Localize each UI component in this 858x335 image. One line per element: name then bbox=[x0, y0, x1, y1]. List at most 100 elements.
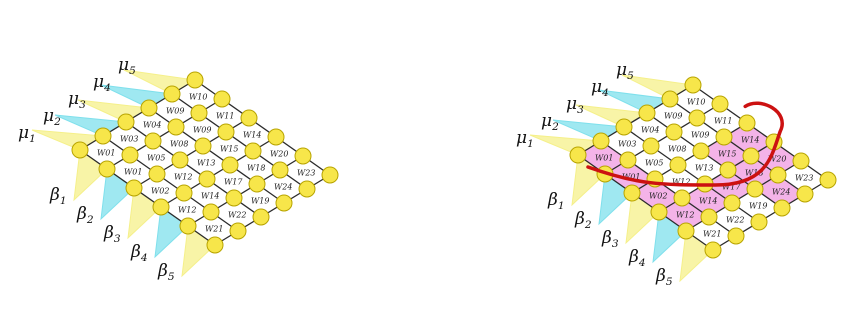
weight-label: W13 bbox=[695, 164, 713, 173]
lattice-node bbox=[186, 71, 204, 89]
weight-label: W02 bbox=[151, 187, 169, 196]
lattice-node bbox=[117, 113, 135, 131]
lattice-node bbox=[650, 203, 668, 221]
weight-label: W10 bbox=[189, 93, 207, 102]
weight-label: W14 bbox=[201, 192, 219, 201]
lattice-node bbox=[592, 132, 610, 150]
mu-label-3: μ3 bbox=[68, 89, 86, 111]
lattice-node bbox=[244, 142, 262, 160]
lattice-node bbox=[275, 194, 293, 212]
lattice-node bbox=[71, 141, 89, 159]
weight-label: W04 bbox=[143, 121, 161, 130]
lattice-node bbox=[202, 203, 220, 221]
lattice-node bbox=[217, 123, 235, 141]
lattice-node bbox=[94, 127, 112, 145]
highlighted-cell bbox=[728, 156, 778, 189]
weight-label: W15 bbox=[220, 145, 238, 154]
highlighted-cell bbox=[705, 170, 755, 203]
highlighted-cell bbox=[632, 179, 682, 212]
weight-label: W20 bbox=[768, 155, 786, 164]
lattice-node bbox=[661, 90, 679, 108]
lattice-node bbox=[819, 171, 837, 189]
lattice-node bbox=[700, 208, 718, 226]
beta-label-2: β2 bbox=[574, 209, 592, 231]
weight-label: W03 bbox=[618, 140, 636, 149]
lattice-node bbox=[248, 175, 266, 193]
mu-label-3: μ3 bbox=[566, 94, 584, 116]
weight-label: W13 bbox=[197, 159, 215, 168]
weight-label: W05 bbox=[645, 159, 663, 168]
weight-label: W09 bbox=[193, 126, 211, 135]
lattice-node bbox=[623, 184, 641, 202]
lattice-node bbox=[298, 180, 316, 198]
weight-label: W23 bbox=[297, 169, 315, 178]
weight-label: W24 bbox=[772, 188, 790, 197]
lattice-node bbox=[738, 114, 756, 132]
weight-label: W20 bbox=[270, 150, 288, 159]
weight-label: W03 bbox=[120, 135, 138, 144]
weight-label: W01 bbox=[622, 173, 640, 182]
lattice-node bbox=[121, 146, 139, 164]
lattice-node bbox=[190, 104, 208, 122]
lattice-node bbox=[673, 189, 691, 207]
lattice-node bbox=[140, 99, 158, 117]
highlighted-cell bbox=[755, 175, 805, 208]
lattice-node bbox=[719, 161, 737, 179]
weight-label: W21 bbox=[205, 225, 223, 234]
lattice-node bbox=[229, 222, 247, 240]
lattice-node bbox=[742, 147, 760, 165]
mu-label-2: μ2 bbox=[541, 111, 559, 133]
mu-label-5: μ5 bbox=[616, 60, 634, 82]
lattice-node bbox=[175, 184, 193, 202]
lattice-node bbox=[619, 151, 637, 169]
beta-label-5: β5 bbox=[655, 266, 673, 288]
weight-label: W08 bbox=[170, 140, 188, 149]
highlighted-cell bbox=[751, 142, 801, 175]
lattice-node bbox=[746, 180, 764, 198]
lattice-node bbox=[152, 198, 170, 216]
lattice-node bbox=[321, 166, 339, 184]
lattice-node bbox=[206, 236, 224, 254]
weight-label: W12 bbox=[672, 178, 690, 187]
lattice-node bbox=[796, 185, 814, 203]
lattice-node bbox=[792, 152, 810, 170]
weight-label: W11 bbox=[714, 117, 732, 126]
lattice-node bbox=[684, 76, 702, 94]
lattice-node bbox=[727, 227, 745, 245]
weight-label: W01 bbox=[595, 154, 613, 163]
lattice-node bbox=[569, 146, 587, 164]
weight-label: W09 bbox=[691, 131, 709, 140]
weight-label: W19 bbox=[749, 202, 767, 211]
lattice-node bbox=[144, 132, 162, 150]
weight-label: W14 bbox=[699, 197, 717, 206]
lattice-node bbox=[167, 118, 185, 136]
highlighted-cell bbox=[682, 184, 732, 217]
lattice-node bbox=[240, 109, 258, 127]
left-lattice-panel: W01W01W02W12W21W03W05W12W14W22W04W08W13W… bbox=[18, 55, 339, 283]
beta-label-2: β2 bbox=[76, 204, 94, 226]
lattice-node bbox=[615, 118, 633, 136]
beta-label-3: β3 bbox=[103, 223, 121, 245]
weight-label: W12 bbox=[174, 173, 192, 182]
highlighted-cell bbox=[701, 137, 751, 170]
weight-label: W10 bbox=[687, 98, 705, 107]
lattice-node bbox=[642, 137, 660, 155]
right-lattice-panel: W01W01W02W12W21W03W05W12W14W22W04W08W13W… bbox=[516, 60, 837, 288]
highlighted-cell bbox=[578, 141, 628, 174]
lattice-node bbox=[267, 128, 285, 146]
lattice-node bbox=[704, 241, 722, 259]
weight-label: W11 bbox=[216, 112, 234, 121]
weight-label: W21 bbox=[703, 230, 721, 239]
beta-label-1: β1 bbox=[49, 185, 67, 207]
highlighted-cell bbox=[659, 198, 709, 231]
weight-label: W08 bbox=[668, 145, 686, 154]
lattice-node bbox=[665, 123, 683, 141]
lattice-node bbox=[125, 179, 143, 197]
lattice-node bbox=[294, 147, 312, 165]
weight-label: W17 bbox=[722, 183, 741, 192]
weight-label: W23 bbox=[795, 174, 813, 183]
beta-label-4: β4 bbox=[628, 247, 646, 269]
weight-label: W22 bbox=[726, 216, 744, 225]
highlighted-cell bbox=[724, 123, 774, 156]
